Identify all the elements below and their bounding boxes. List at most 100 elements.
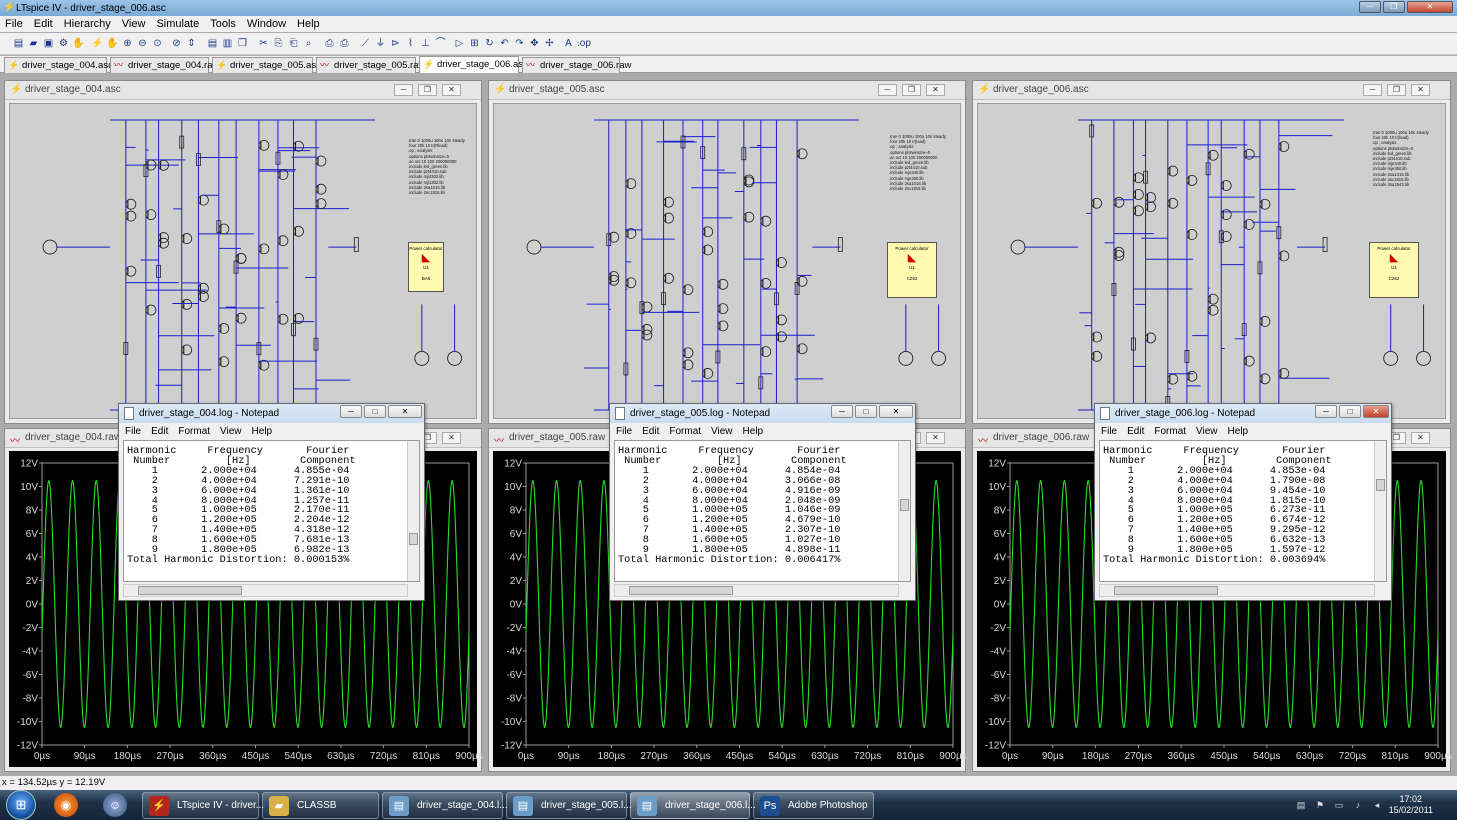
tab-driver-stage-004-asc[interactable]: ⚡driver_stage_004.asc bbox=[4, 57, 113, 73]
taskbar-item[interactable]: ▰CLASSB bbox=[262, 792, 379, 819]
notepad-menu-help[interactable]: Help bbox=[251, 426, 273, 437]
window-caption[interactable]: ⚡driver_stage_006.asc─❐✕ bbox=[973, 81, 1450, 100]
move-icon[interactable]: ✥ bbox=[530, 38, 539, 49]
menu-view[interactable]: View bbox=[121, 18, 146, 30]
schematic-canvas[interactable]: .tran 0 1000u 100u 10n steady.four 20k 1… bbox=[9, 103, 477, 419]
tab-driver-stage-006-raw[interactable]: 〰driver_stage_006.raw bbox=[522, 57, 631, 73]
autorange-icon[interactable]: ⇕ bbox=[187, 38, 196, 49]
taskbar-item[interactable]: ▤driver_stage_005.l... bbox=[506, 792, 632, 819]
zoom-fit-icon[interactable]: ⊙ bbox=[153, 38, 162, 49]
diode-icon[interactable]: ▷ bbox=[455, 38, 464, 49]
notepad-menu-edit[interactable]: Edit bbox=[151, 426, 169, 437]
close-button[interactable]: ✕ bbox=[926, 84, 945, 96]
inductor-icon[interactable]: ⌒ bbox=[435, 38, 446, 49]
print-icon[interactable]: ⎙ bbox=[340, 38, 349, 49]
maximize-button[interactable]: □ bbox=[364, 405, 386, 418]
print-setup-icon[interactable]: ⎙ bbox=[325, 38, 334, 49]
minimize-button[interactable]: ─ bbox=[1363, 84, 1382, 96]
halt-icon[interactable]: ✋ bbox=[106, 38, 119, 49]
scroll-thumb[interactable] bbox=[629, 586, 733, 595]
spice-directives[interactable]: .tran 0 1000u 100u 10n steady.four 20k 1… bbox=[1372, 130, 1429, 187]
menu-file[interactable]: File bbox=[5, 18, 23, 30]
find-icon[interactable]: ⌕ bbox=[305, 38, 312, 49]
notepad-menu-view[interactable]: View bbox=[711, 426, 733, 437]
maximize-button[interactable]: □ bbox=[1339, 405, 1361, 418]
maximize-button[interactable]: □ bbox=[855, 405, 877, 418]
scroll-thumb[interactable] bbox=[138, 586, 242, 595]
scroll-thumb[interactable] bbox=[1376, 479, 1385, 491]
zoom-in-icon[interactable]: ⊕ bbox=[123, 38, 132, 49]
save-icon[interactable]: ▣ bbox=[43, 38, 54, 49]
menu-hierarchy[interactable]: Hierarchy bbox=[63, 18, 111, 30]
tile-vertical-icon[interactable]: ▥ bbox=[222, 38, 233, 49]
notepad-text-area[interactable]: Harmonic Frequency Fourier Number [Hz] C… bbox=[614, 440, 911, 582]
notepad-caption[interactable]: driver_stage_004.log - Notepad─□✕ bbox=[119, 404, 424, 423]
rotate-icon[interactable]: ↻ bbox=[485, 38, 494, 49]
flag-icon[interactable]: ⚑ bbox=[1315, 800, 1325, 810]
tray-arrow-icon[interactable]: ◂ bbox=[1374, 800, 1380, 810]
redo-icon[interactable]: ↷ bbox=[515, 38, 524, 49]
paste-icon[interactable]: ⎗ bbox=[289, 38, 298, 49]
control-panel-icon[interactable]: ⚙ bbox=[59, 38, 68, 49]
horizontal-scrollbar[interactable] bbox=[123, 584, 408, 597]
text-icon[interactable]: A bbox=[565, 38, 572, 49]
notepad-menu-view[interactable]: View bbox=[1196, 426, 1218, 437]
tab-driver-stage-005-raw[interactable]: 〰driver_stage_005.raw bbox=[316, 57, 425, 73]
volume-icon[interactable]: ♪ bbox=[1355, 800, 1361, 810]
notepad-menu-file[interactable]: File bbox=[616, 426, 633, 437]
run-icon[interactable]: ⚡ bbox=[91, 38, 104, 49]
horizontal-scrollbar[interactable] bbox=[1099, 584, 1375, 597]
tab-driver-stage-006-asc[interactable]: ⚡driver_stage_006.asc bbox=[419, 56, 528, 73]
window-caption[interactable]: ⚡driver_stage_004.asc─❐✕ bbox=[5, 81, 481, 100]
taskbar-item[interactable]: ⚡LTspice IV - driver... bbox=[142, 792, 264, 819]
component-icon[interactable]: ⊞ bbox=[470, 38, 479, 49]
taskbar-item[interactable]: ▤driver_stage_004.l... bbox=[382, 792, 508, 819]
notepad-text-area[interactable]: Harmonic Frequency Fourier Number [Hz] C… bbox=[123, 440, 420, 582]
schematic-window[interactable]: ⚡driver_stage_006.asc─❐✕.tran 0 1000u 10… bbox=[972, 80, 1451, 424]
vertical-scrollbar[interactable] bbox=[1374, 441, 1386, 581]
messenger-icon[interactable]: ☺ bbox=[103, 793, 127, 817]
clock[interactable]: 17:02 15/02/2011 bbox=[1389, 794, 1433, 816]
new-schematic-icon[interactable]: ▤ bbox=[13, 38, 24, 49]
minimize-button[interactable]: ─ bbox=[878, 84, 897, 96]
notepad-caption[interactable]: driver_stage_006.log - Notepad─□✕ bbox=[1095, 404, 1391, 423]
label-icon[interactable]: ⊳ bbox=[391, 38, 400, 49]
maximize-button[interactable]: ❐ bbox=[1383, 1, 1405, 13]
spice-directives[interactable]: .tran 0 1000u 100u 10n steady.four 20k 1… bbox=[889, 134, 946, 191]
scroll-thumb[interactable] bbox=[1114, 586, 1218, 595]
close-button[interactable]: ✕ bbox=[1411, 432, 1430, 444]
notepad-menu-view[interactable]: View bbox=[220, 426, 242, 437]
capacitor-icon[interactable]: ⊥ bbox=[421, 38, 430, 49]
cut-icon[interactable]: ✂ bbox=[259, 38, 268, 49]
scroll-thumb[interactable] bbox=[900, 499, 909, 511]
open-icon[interactable]: ▰ bbox=[29, 38, 38, 49]
display-icon[interactable]: ▭ bbox=[1334, 800, 1344, 810]
minimize-button[interactable]: ─ bbox=[340, 405, 362, 418]
notepad-menu-file[interactable]: File bbox=[1101, 426, 1118, 437]
schematic-canvas[interactable]: .tran 0 1000u 100u 10n steady.four 20k 1… bbox=[493, 103, 961, 419]
notepad-menu-help[interactable]: Help bbox=[1227, 426, 1249, 437]
schematic-canvas[interactable]: .tran 0 1000u 100u 10n steady.four 20k 1… bbox=[977, 103, 1446, 419]
minimize-button[interactable]: ─ bbox=[394, 84, 413, 96]
drag-icon[interactable]: ✢ bbox=[545, 38, 554, 49]
notepad-text-area[interactable]: Harmonic Frequency Fourier Number [Hz] C… bbox=[1099, 440, 1387, 582]
spice-directive-icon[interactable]: .op bbox=[577, 38, 591, 49]
notepad-menu-file[interactable]: File bbox=[125, 426, 142, 437]
close-button[interactable]: ✕ bbox=[442, 432, 461, 444]
menu-edit[interactable]: Edit bbox=[33, 18, 53, 30]
vertical-scrollbar[interactable] bbox=[898, 441, 910, 581]
minimize-button[interactable]: ─ bbox=[831, 405, 853, 418]
schematic-window[interactable]: ⚡driver_stage_005.asc─❐✕.tran 0 1000u 10… bbox=[488, 80, 966, 424]
cascade-icon[interactable]: ❐ bbox=[238, 38, 247, 49]
close-button[interactable]: ✕ bbox=[926, 432, 945, 444]
notepad-window[interactable]: driver_stage_004.log - Notepad─□✕ File Edi… bbox=[118, 403, 425, 601]
tile-horizontal-icon[interactable]: ▤ bbox=[207, 38, 218, 49]
close-button[interactable]: ✕ bbox=[879, 405, 913, 418]
ground-icon[interactable]: ⏚ bbox=[375, 38, 386, 49]
maximize-button[interactable]: ❐ bbox=[1387, 84, 1406, 96]
